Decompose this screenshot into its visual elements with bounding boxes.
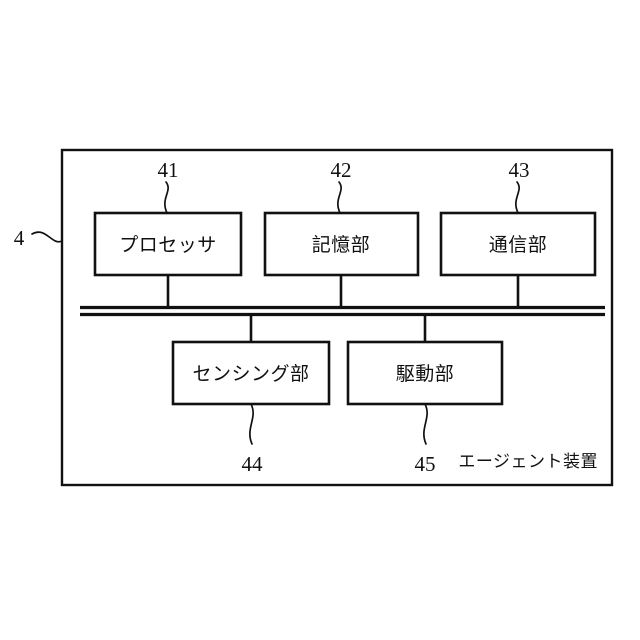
block-storage [263,211,420,277]
block-label-sensing: センシング部 [192,363,309,385]
leader-line-4 [31,231,63,243]
leader-line-44 [249,403,254,445]
block-sensing [171,340,331,406]
block-drive [346,340,504,406]
leader-line-43 [515,181,520,214]
leader-line-42 [337,181,342,214]
reference-number-4: 4 [14,226,25,250]
reference-number-41: 41 [158,158,179,182]
device-name-label: エージェント装置 [458,452,598,472]
block-label-drive: 駆動部 [396,363,455,385]
reference-number-42: 42 [331,158,352,182]
device-frame [60,148,614,487]
block-label-storage: 記憶部 [312,234,371,256]
reference-number-43: 43 [509,158,530,182]
block-label-comm: 通信部 [489,234,548,256]
block-processor [93,211,243,277]
reference-number-45: 45 [415,452,436,476]
leader-line-41 [164,181,169,214]
block-label-processor: プロセッサ [119,234,217,256]
reference-number-44: 44 [242,452,264,476]
leader-line-45 [423,403,428,445]
